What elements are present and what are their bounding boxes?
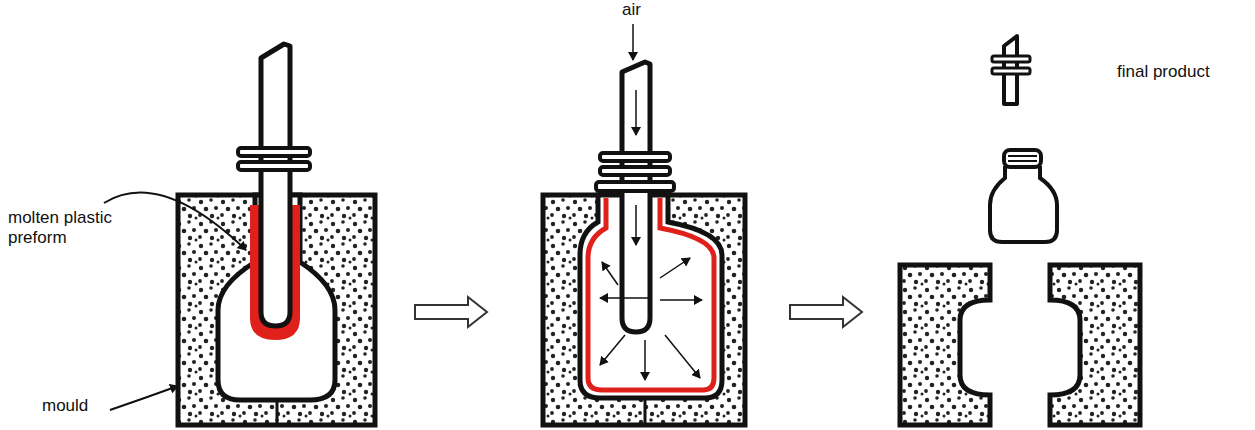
pin-ring — [992, 56, 1030, 62]
air-arrow — [660, 258, 690, 278]
product-label: final product — [1117, 62, 1247, 82]
pin-ring — [600, 153, 670, 161]
part-label: mould — [42, 396, 122, 416]
parting-line — [644, 398, 647, 425]
air-arrow — [602, 262, 618, 285]
neck-thread — [1008, 155, 1037, 157]
leader-line — [110, 386, 178, 410]
pin-ring — [600, 167, 670, 175]
air-arrow — [600, 297, 650, 299]
process-arrow — [415, 297, 487, 327]
air-arrow — [635, 205, 637, 245]
process-arrow — [790, 297, 862, 327]
mould-half — [900, 265, 990, 425]
air-arrow — [665, 335, 700, 378]
neck-thread — [1008, 160, 1037, 162]
air-arrow — [635, 90, 637, 135]
part-label: molten plastic preform — [8, 208, 126, 248]
pin-ring — [238, 162, 310, 170]
flow-label: air — [622, 0, 662, 20]
air-arrow — [660, 299, 702, 301]
blow-pin — [622, 62, 650, 332]
mould-stage-one — [178, 44, 375, 425]
air-arrow — [600, 335, 625, 365]
mould-stage-two — [543, 24, 745, 425]
air-arrow — [632, 24, 634, 60]
bottle-neck — [1004, 150, 1041, 167]
bottle-product — [990, 166, 1057, 242]
blow-pin — [261, 44, 290, 326]
pin-ring — [238, 148, 310, 156]
open-mould-stage — [900, 36, 1140, 425]
pin-flange — [596, 182, 674, 191]
leader-line — [104, 193, 246, 250]
air-arrow — [644, 340, 646, 380]
pin-ring — [992, 68, 1030, 74]
mould-half — [1050, 265, 1140, 425]
parting-line — [276, 400, 279, 425]
